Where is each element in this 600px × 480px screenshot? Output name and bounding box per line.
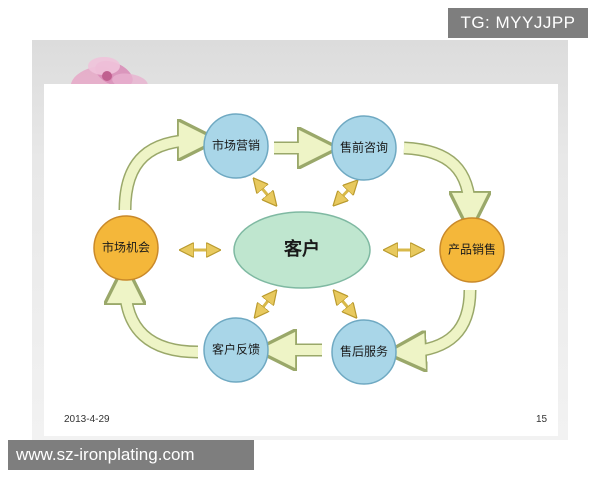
- node-product-sales: 产品销售: [439, 217, 505, 283]
- link-arrow-aftersale: [335, 292, 355, 316]
- link-arrow-feedback: [256, 292, 275, 316]
- node-aftersale-service: 售后服务: [331, 319, 397, 385]
- flow-arrows: [125, 140, 470, 352]
- node-market-marketing: 市场营销: [203, 113, 269, 179]
- link-arrow-presale: [335, 182, 356, 204]
- node-presale-consult: 售前咨询: [331, 115, 397, 181]
- slide-date: 2013-4-29: [64, 414, 110, 425]
- watermark-tag: TG: MYYJJPP: [448, 8, 588, 38]
- node-customer-feedback-label: 客户反馈: [212, 342, 260, 357]
- node-product-sales-label: 产品销售: [448, 242, 496, 257]
- node-market-opportunity-label: 市场机会: [102, 240, 150, 255]
- link-arrow-marketing: [255, 180, 275, 204]
- link-arrows: [182, 180, 422, 316]
- slide-page-number: 15: [536, 414, 548, 425]
- node-market-opportunity: 市场机会: [93, 215, 159, 281]
- node-customer-feedback: 客户反馈: [203, 317, 269, 383]
- node-presale-consult-label: 售前咨询: [340, 140, 388, 155]
- node-aftersale-service-label: 售后服务: [340, 344, 388, 359]
- url-banner: www.sz-ironplating.com: [8, 440, 254, 470]
- center-customer-label: 客户: [284, 238, 320, 260]
- node-market-marketing-label: 市场营销: [212, 138, 260, 153]
- center-customer-ellipse: [233, 211, 371, 289]
